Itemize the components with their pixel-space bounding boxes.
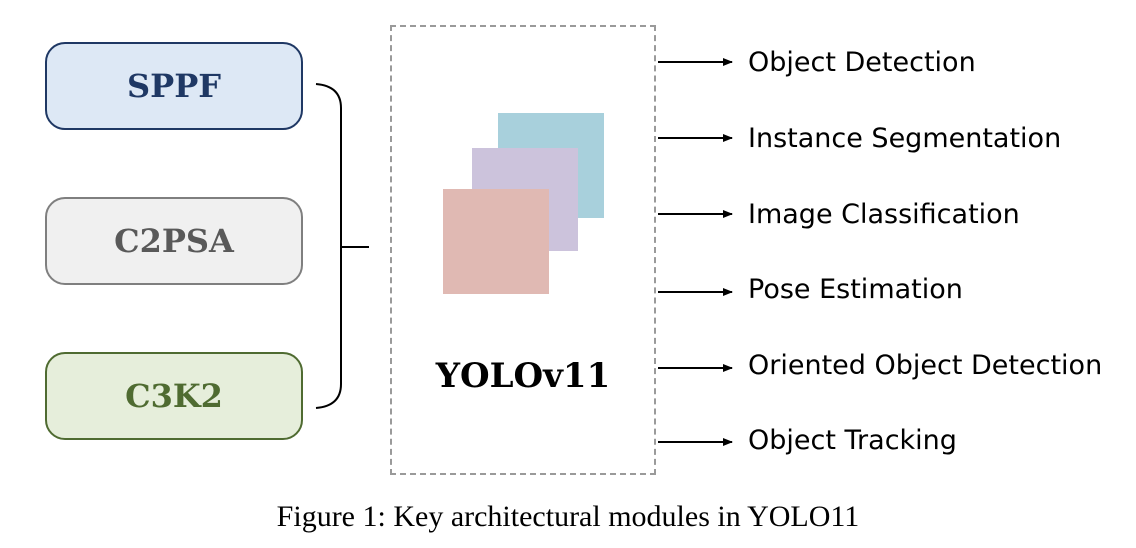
task-oriented-object-detection: Oriented Object Detection bbox=[748, 350, 1103, 381]
task-object-detection: Object Detection bbox=[748, 47, 976, 78]
figure-caption: Figure 1: Key architectural modules in Y… bbox=[276, 500, 860, 533]
task-pose-estimation: Pose Estimation bbox=[748, 274, 963, 305]
brace bbox=[315, 83, 342, 409]
model-box bbox=[390, 25, 656, 475]
task-image-classification: Image Classification bbox=[748, 199, 1020, 230]
module-c3k2: C3K2 bbox=[45, 352, 303, 440]
module-sppf: SPPF bbox=[45, 42, 303, 130]
model-name: YOLOv11 bbox=[435, 356, 611, 396]
feature-layer-front bbox=[443, 189, 549, 294]
task-instance-segmentation: Instance Segmentation bbox=[748, 123, 1062, 154]
task-object-tracking: Object Tracking bbox=[748, 425, 957, 456]
module-c2psa: C2PSA bbox=[45, 197, 303, 285]
